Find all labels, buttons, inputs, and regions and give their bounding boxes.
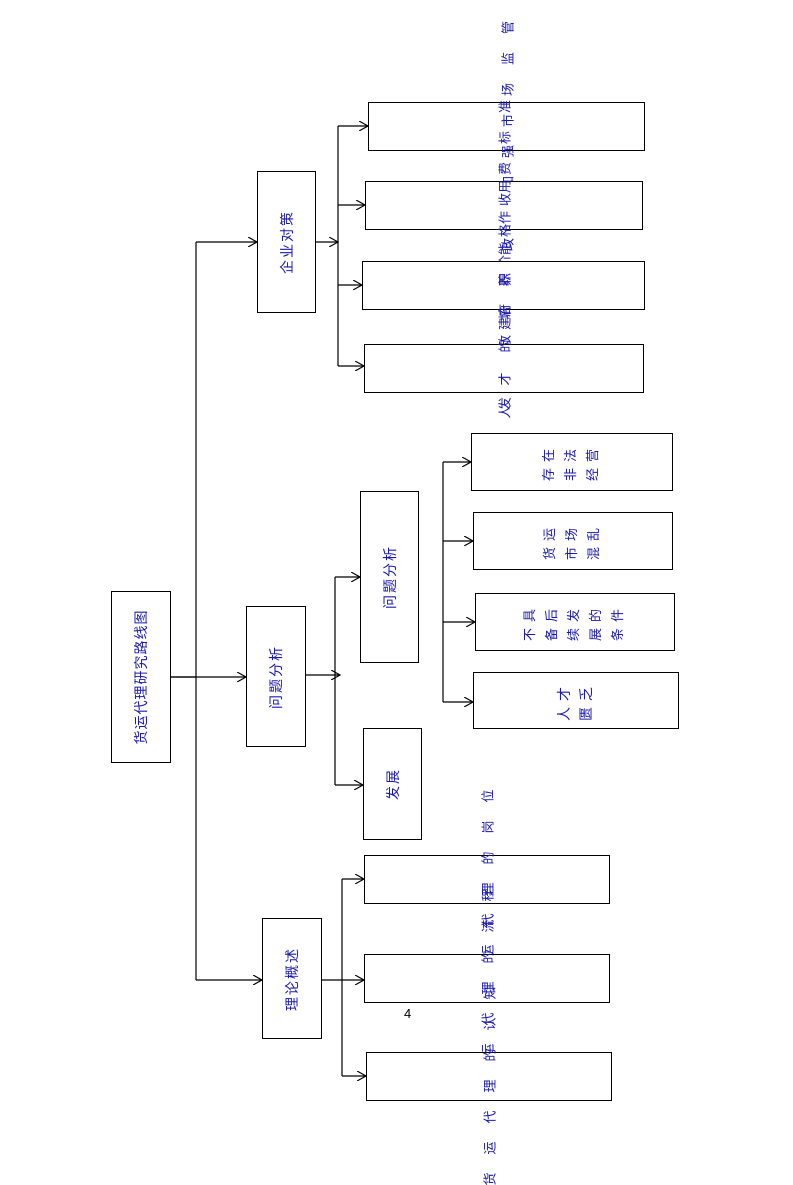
sub-problem-label: 问题分析: [382, 545, 399, 609]
problem-item-line: 货运: [543, 521, 558, 561]
problem-item-line: 续发: [567, 602, 582, 642]
problem-item: 人才 匮乏: [473, 672, 679, 729]
theory-label: 理论概述: [285, 946, 301, 1011]
problem-item-label: 货运 市场 混乱: [540, 522, 606, 560]
problem-item-line: 备后: [545, 602, 560, 642]
problem-item: 货运 市场 混乱: [473, 512, 673, 570]
strategy-item: 加大人才的培养: [364, 253, 644, 484]
root-label: 货运代理研究路线图: [134, 609, 150, 745]
strategy-item: 建立价格收费标准: [365, 81, 643, 330]
development-node: 发展: [363, 728, 422, 840]
strategy-label: 企业对策: [279, 210, 296, 274]
problem-item-line: 市场: [565, 521, 580, 561]
problem-item-line: 人才: [557, 680, 573, 721]
problem-item: 不具 备后 续发 展的 条件: [475, 593, 675, 651]
problem-item-line: 条件: [611, 602, 626, 642]
problem-item-line: 展的: [589, 602, 604, 642]
problem-item-line: 非法: [564, 442, 579, 482]
problem-item: 存在 非法 经营: [471, 433, 673, 491]
theory-item: 货运代理的认知: [366, 968, 612, 1185]
problem-item-line: 不具: [523, 602, 538, 642]
theory-item-label: 货运代理的认知: [483, 967, 499, 1185]
root-node: 货运代理研究路线图: [111, 591, 171, 763]
sub-problem-node: 问题分析: [360, 491, 419, 663]
strategy-item: 发挥政府职能作用: [362, 161, 645, 410]
theory-item: 货运代理的岗位: [364, 771, 610, 988]
problem-item-line: 匮乏: [579, 680, 595, 721]
problem-item-label: 存在 非法 经营: [539, 443, 605, 481]
strategy-item: 政府加强市场监管: [368, 2, 645, 251]
problem-item-line: 存在: [542, 442, 557, 482]
connector-lines: [170, 0, 793, 1122]
problem-item-line: 混乱: [587, 521, 602, 561]
problem-item-label: 人才 匮乏: [554, 681, 598, 721]
page-number: 4: [404, 1006, 412, 1021]
strategy-node: 企业对策: [257, 171, 316, 313]
theory-node: 理论概述: [262, 918, 322, 1039]
theory-item: 货运代理的流程: [364, 870, 610, 1087]
problem-item-line: 经营: [586, 442, 601, 482]
development-label: 发展: [385, 768, 402, 800]
problem-label: 问题分析: [269, 644, 285, 709]
problem-item-label: 不具 备后 续发 展的 条件: [520, 603, 630, 641]
problem-node: 问题分析: [246, 606, 306, 747]
